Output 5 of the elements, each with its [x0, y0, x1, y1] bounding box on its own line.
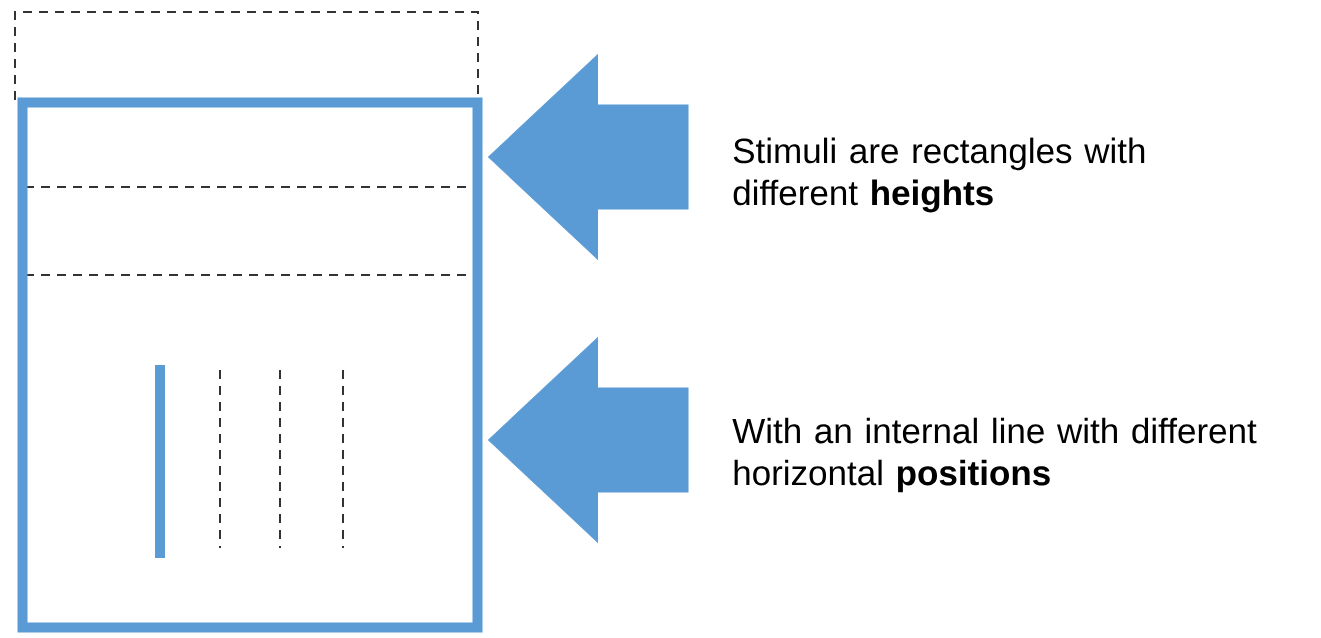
stimulus-rectangle [17, 97, 483, 633]
description-text: With an internal line with different horizontal positions [732, 417, 1257, 493]
block-arrow [488, 337, 689, 543]
description-text: Stimuli are rectangles with different heights [733, 137, 1145, 213]
block-arrow [488, 54, 689, 260]
